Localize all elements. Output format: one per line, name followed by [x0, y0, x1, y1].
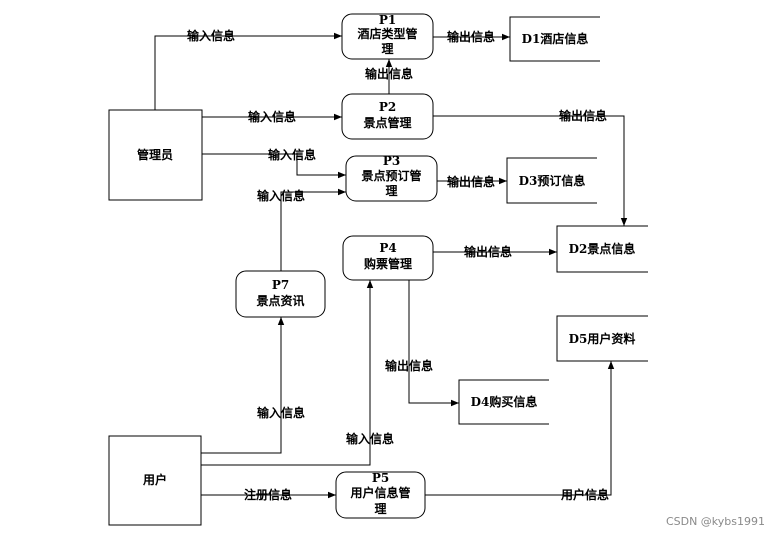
label-p7-to-p3: 输入信息 — [257, 188, 305, 203]
process-p2-name: 景点管理 — [363, 115, 411, 130]
label-p3-to-d3: 输出信息 — [447, 174, 495, 189]
label-p5-to-d5: 用户信息 — [560, 487, 609, 502]
label-p4-to-d2: 输出信息 — [464, 244, 512, 259]
flow-lines — [154, 32, 628, 499]
process-p7-id: P7 — [272, 278, 289, 292]
flow-p7-to-p3 — [280, 188, 346, 271]
store-d3: D3预订信息 — [506, 157, 597, 204]
process-p2-id: P2 — [379, 100, 396, 114]
entity-user-label: 用户 — [142, 472, 167, 487]
process-p5-id: P5 — [372, 471, 389, 485]
process-p7: P7 景点资讯 — [235, 270, 326, 318]
flow-p4-to-d4 — [408, 280, 459, 407]
entity-admin: 管理员 — [108, 109, 203, 201]
process-p1-id: P1 — [379, 13, 396, 27]
store-d1-label: D1酒店信息 — [522, 31, 589, 46]
process-p4-id: P4 — [379, 241, 396, 255]
store-d2-label: D2景点信息 — [569, 241, 636, 256]
label-user-to-p5: 注册信息 — [244, 487, 292, 502]
label-p2-to-d2: 输出信息 — [559, 108, 607, 123]
process-p5: P5 用户信息管 理 — [335, 471, 426, 519]
entity-admin-label: 管理员 — [137, 147, 173, 162]
process-p1-name: 酒店类型管 — [357, 26, 417, 41]
process-p2: P2 景点管理 — [341, 93, 434, 140]
store-d4: D4购买信息 — [458, 379, 549, 425]
process-p7-name: 景点资讯 — [256, 293, 304, 308]
process-p5-name: 用户信息管 — [349, 485, 410, 500]
store-d4-label: D4购买信息 — [471, 394, 538, 409]
flow-labels: 输入信息 输入信息 输入信息 输入信息 输出信息 输出信息 输出信息 输出信息 … — [187, 28, 609, 502]
store-d5-label: D5用户资料 — [569, 331, 636, 346]
label-admin-to-p1: 输入信息 — [187, 28, 235, 43]
label-p4-to-d4: 输出信息 — [385, 358, 433, 373]
label-admin-to-p3: 输入信息 — [268, 147, 316, 162]
process-p3-id: P3 — [383, 154, 400, 168]
label-user-to-p7: 输入信息 — [257, 405, 305, 420]
label-user-to-p4: 输入信息 — [346, 431, 394, 446]
watermark-text: CSDN @kybs1991 — [666, 515, 765, 528]
flow-admin-to-p1 — [154, 32, 342, 110]
flow-p2-to-d2 — [433, 115, 628, 226]
store-d2: D2景点信息 — [556, 225, 648, 273]
process-p3-name-cont: 理 — [385, 184, 397, 198]
flow-admin-to-p3 — [202, 153, 346, 179]
flow-p5-to-d5 — [425, 361, 615, 496]
process-p1-name-cont: 理 — [381, 42, 393, 56]
flow-user-to-p7 — [201, 317, 285, 454]
label-admin-to-p2: 输入信息 — [248, 109, 296, 124]
store-d1: D1酒店信息 — [509, 16, 600, 62]
process-p3: P3 景点预订管 理 — [345, 154, 438, 202]
store-d3-label: D3预订信息 — [519, 173, 586, 188]
entity-user: 用户 — [108, 435, 202, 526]
label-p1-to-d1: 输出信息 — [447, 29, 495, 44]
process-p3-name: 景点预订管 — [361, 168, 421, 183]
process-p4: P4 购票管理 — [342, 235, 434, 281]
store-d5: D5用户资料 — [556, 315, 648, 362]
process-p1: P1 酒店类型管 理 — [341, 13, 434, 60]
process-p4-name: 购票管理 — [364, 256, 412, 271]
flow-user-to-p4 — [201, 280, 374, 466]
label-p2-to-p1: 输出信息 — [365, 66, 413, 81]
process-p5-name-cont: 理 — [374, 502, 386, 516]
